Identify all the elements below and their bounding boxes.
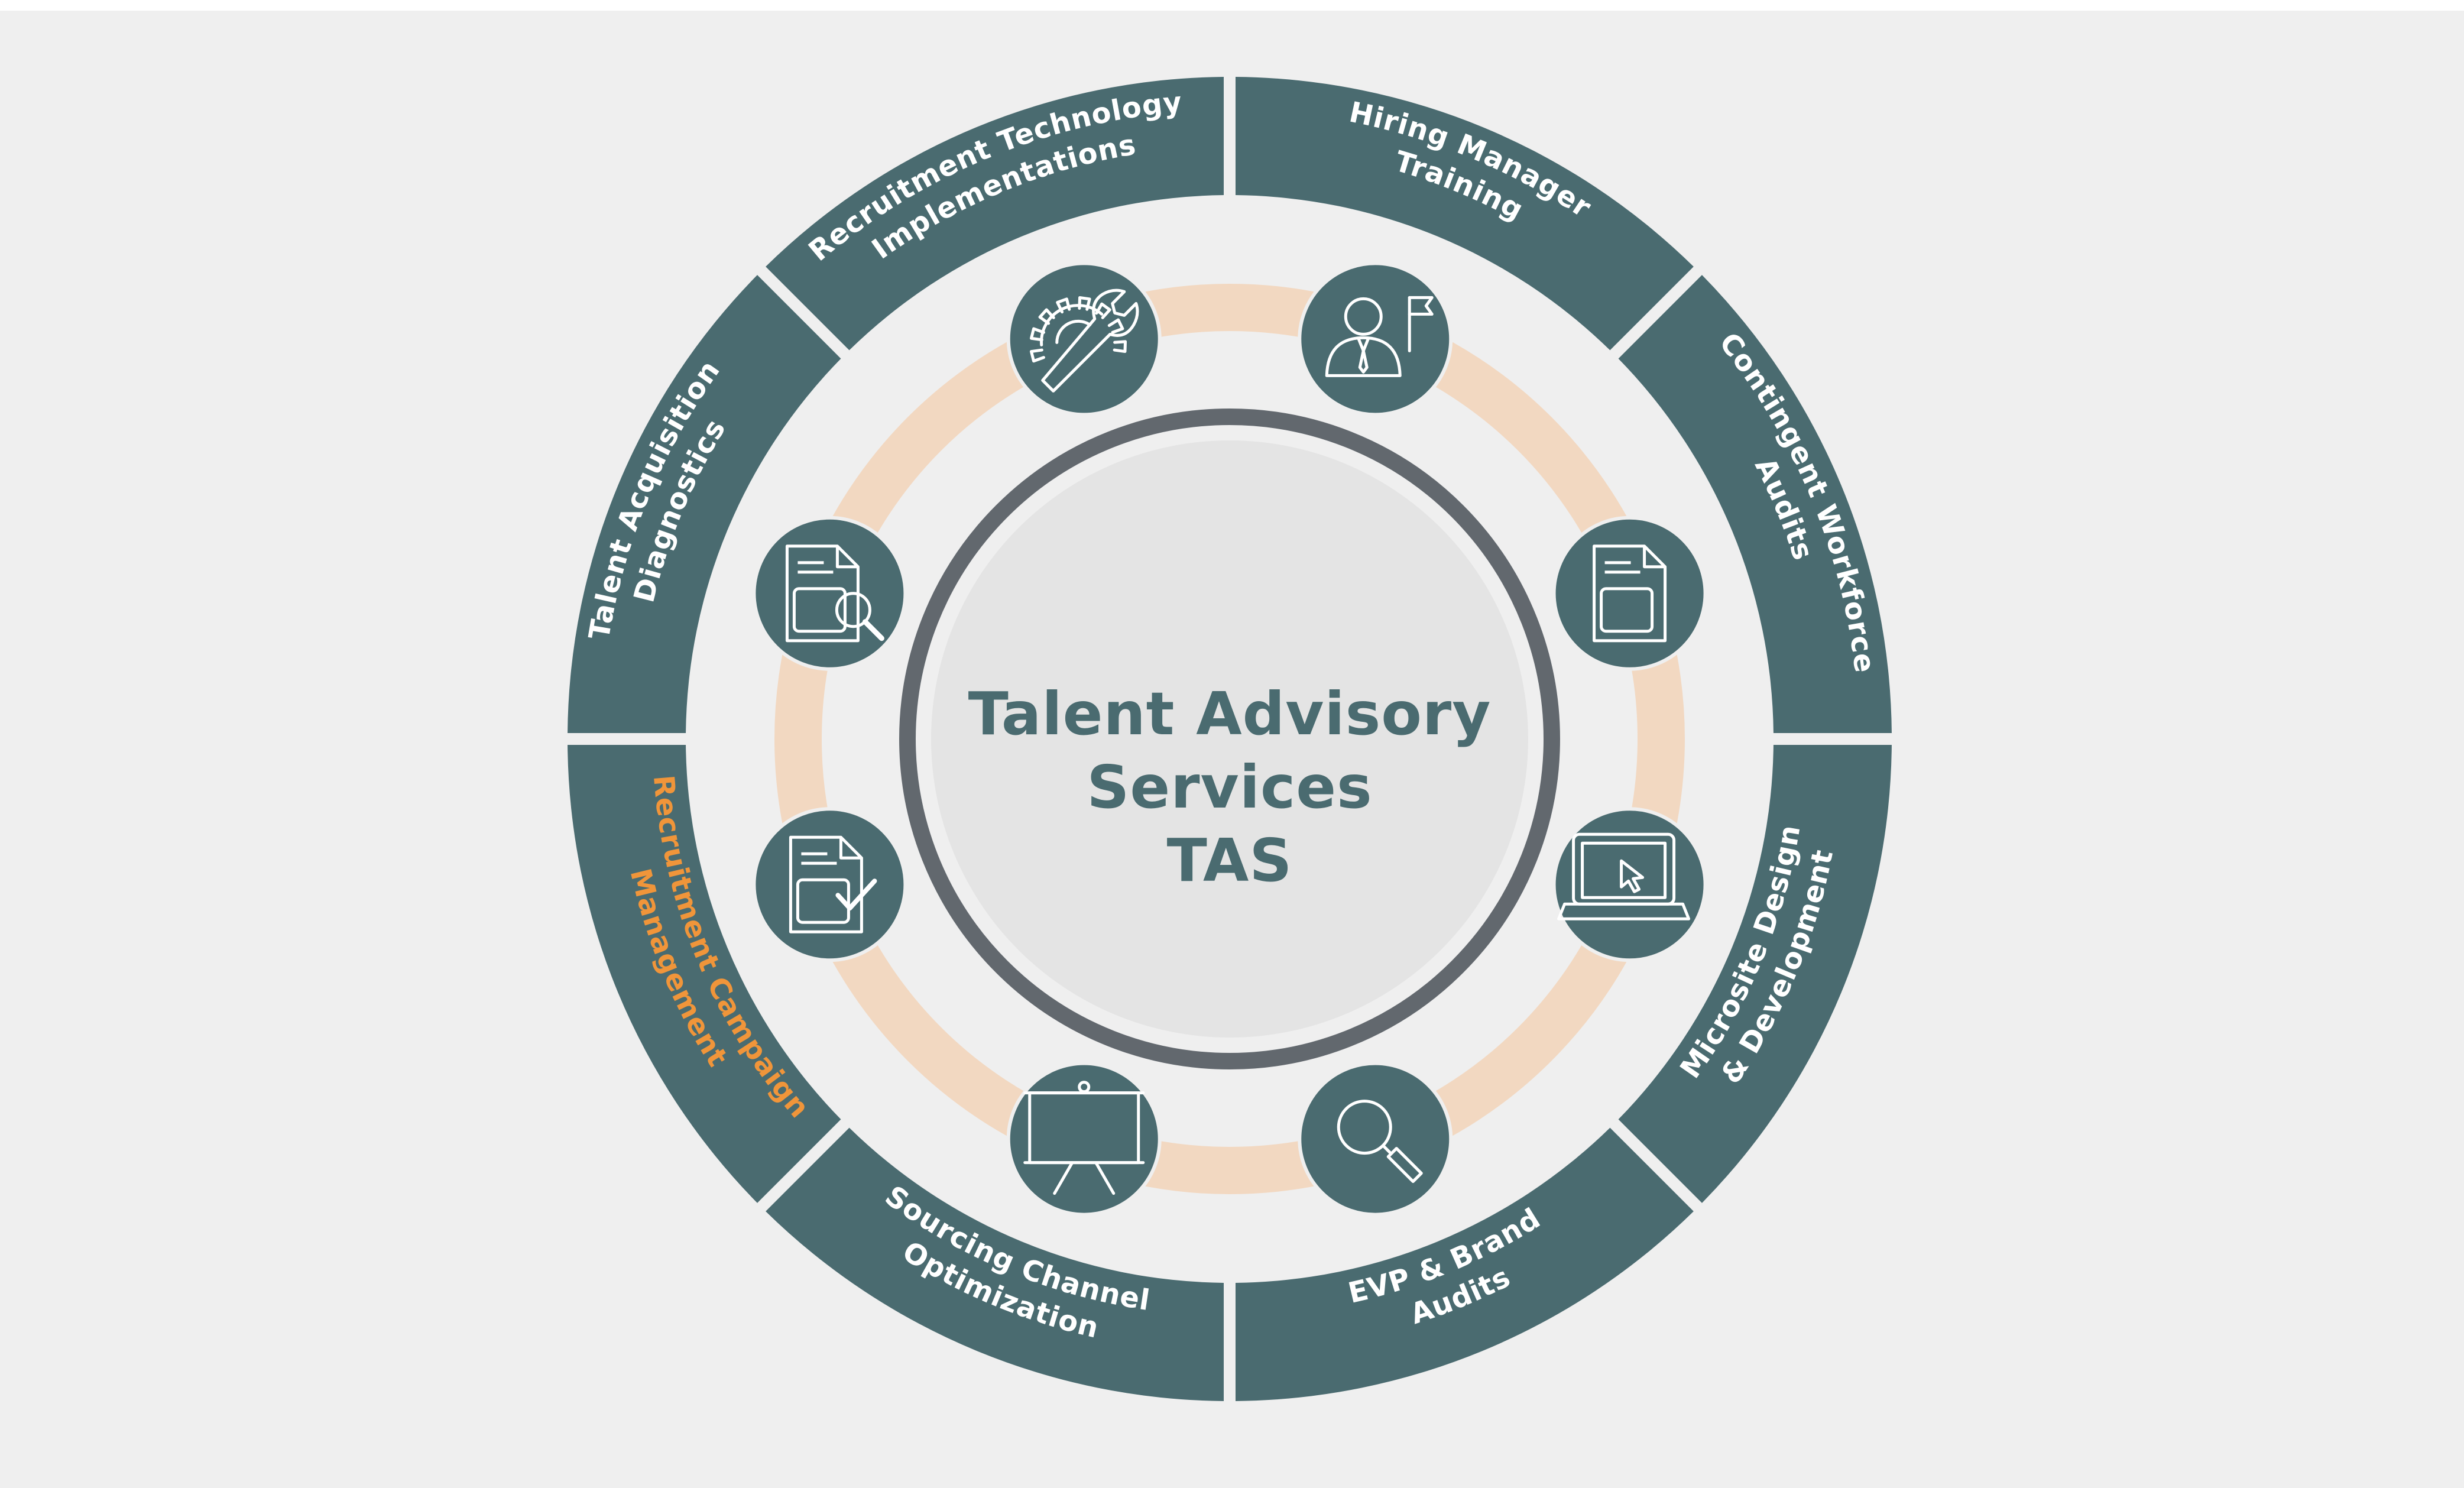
segment-evp-brand-audits xyxy=(1235,1127,1694,1401)
laptop-cursor-icon xyxy=(1557,832,1691,920)
presentation-board-icon xyxy=(1023,1081,1145,1195)
icon-badge-ta-diagnostics xyxy=(752,516,907,671)
segment-sourcing-channel-optimization xyxy=(766,1127,1224,1401)
icon-badge-recruitment-technology xyxy=(1006,261,1162,417)
center-title-line1: Talent Advisory xyxy=(968,679,1492,748)
icon-badge-contingent-workforce xyxy=(1552,516,1707,671)
document-search-icon xyxy=(787,546,884,641)
icon-badge-hiring-manager xyxy=(1298,261,1453,417)
segment-microsite-design-development xyxy=(1618,744,1892,1203)
segment-talent-acquisition-diagnostics xyxy=(568,275,841,734)
segment-recruitment-campaign-management xyxy=(568,744,841,1203)
orbit-ring xyxy=(774,284,1685,1194)
document-check-icon xyxy=(790,837,877,932)
center-disc xyxy=(931,440,1528,1038)
icon-badge-recruitment-campaign xyxy=(752,807,907,962)
segment-hiring-manager-training xyxy=(1235,77,1694,351)
icon-badge-sourcing-channel xyxy=(1006,1061,1162,1217)
gear-wrench-icon xyxy=(1030,288,1139,393)
icon-badge-evp-brand xyxy=(1298,1061,1453,1217)
manager-flag-icon xyxy=(1325,296,1434,377)
center-title-line2: Services xyxy=(1087,753,1372,822)
segment-contingent-workforce-audits xyxy=(1618,275,1892,734)
center-title-line3: TAS xyxy=(1167,826,1293,895)
icon-badge-microsite xyxy=(1552,807,1707,962)
magnifier-icon xyxy=(1337,1100,1423,1184)
segment-recruitment-technology-implementations xyxy=(766,77,1224,351)
